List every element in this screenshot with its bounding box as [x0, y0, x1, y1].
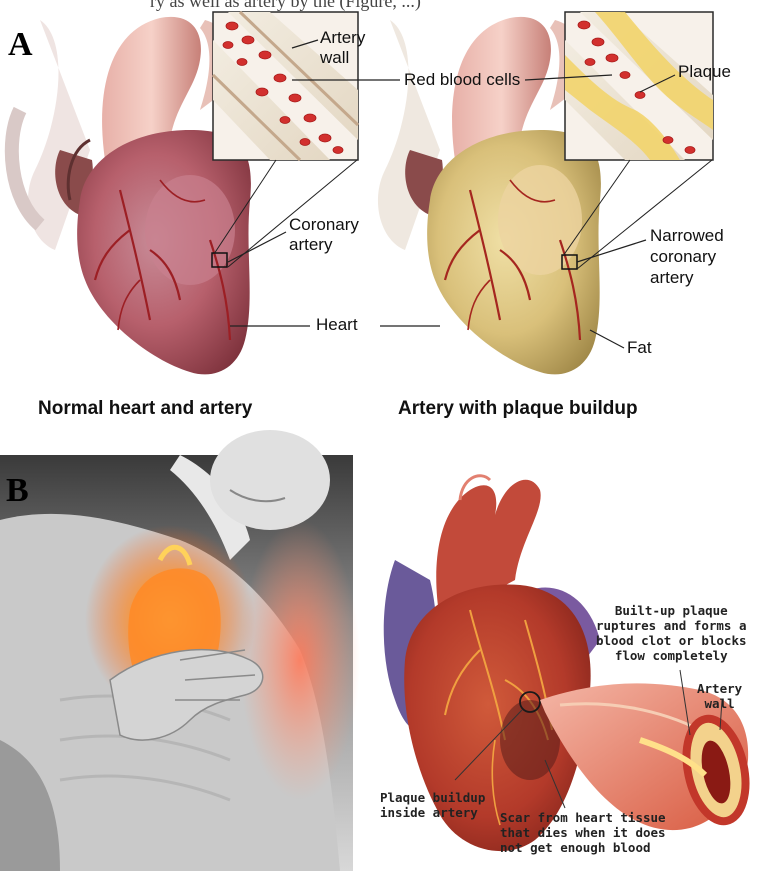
chest-pain-figure [0, 430, 360, 871]
label-plaque-rupture: Built-up plaque ruptures and forms a blo… [596, 603, 747, 663]
label-plaque-buildup: Plaque buildup inside artery [380, 790, 485, 820]
label-artery-wall-b: Artery wall [697, 681, 742, 711]
label-scar-tissue: Scar from heart tissue that dies when it… [500, 810, 666, 855]
panel-b-letter: B [6, 472, 29, 510]
